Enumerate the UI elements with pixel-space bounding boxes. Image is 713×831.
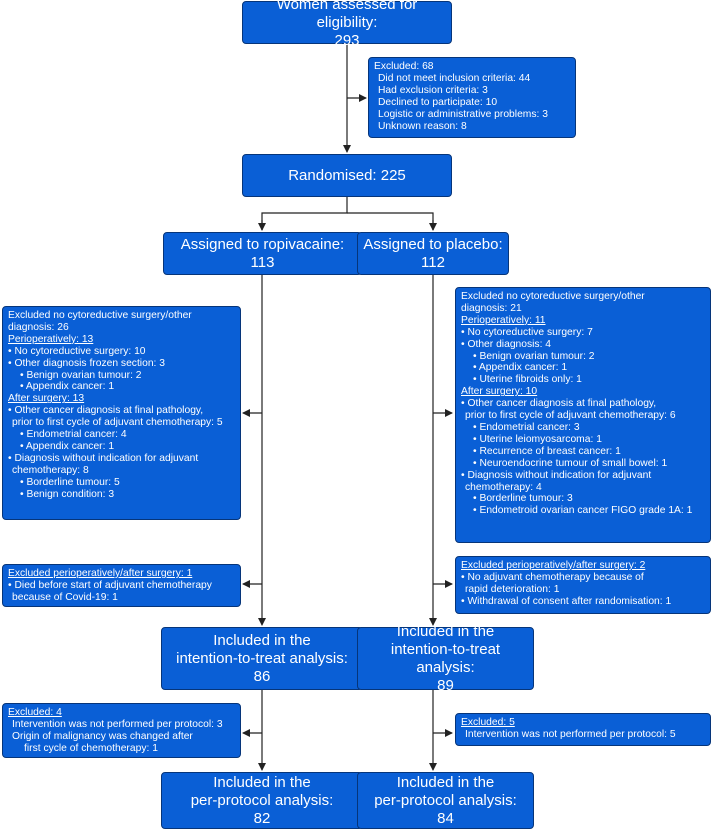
ropivacaine-excluded-pp-box: Excluded: 4 Intervention was not perform… <box>2 703 241 758</box>
placebo-itt-box: Included in the intention-to-treat analy… <box>357 623 534 694</box>
split-line-right <box>347 212 434 230</box>
placebo-excluded-periop-box: Excluded perioperatively/after surgery: … <box>455 556 711 614</box>
ropivacaine-excluded-no-surgery-box: Excluded no cytoreductive surgery/other … <box>2 306 241 520</box>
placebo-excluded-no-surgery-box: Excluded no cytoreductive surgery/other … <box>455 287 711 543</box>
ropivacaine-excluded-periop-box: Excluded perioperatively/after surgery: … <box>2 564 241 607</box>
randomised-box: Randomised: 225 <box>242 154 452 197</box>
excluded-initial-box: Excluded: 68 Did not meet inclusion crit… <box>368 57 576 138</box>
placebo-assigned-box: Assigned to placebo: 112 <box>357 232 509 275</box>
ropivacaine-itt-box: Included in the intention-to-treat analy… <box>161 627 363 690</box>
ropivacaine-pp-box: Included in the per-protocol analysis: 8… <box>161 772 363 829</box>
placebo-excluded-pp-box: Excluded: 5 Intervention was not perform… <box>455 713 711 746</box>
placebo-pp-box: Included in the per-protocol analysis: 8… <box>357 772 534 829</box>
assessed-box: Women assessed for eligibility: 293 <box>242 0 452 49</box>
split-line <box>261 197 348 230</box>
ropivacaine-assigned-box: Assigned to ropivacaine: 113 <box>163 232 362 275</box>
